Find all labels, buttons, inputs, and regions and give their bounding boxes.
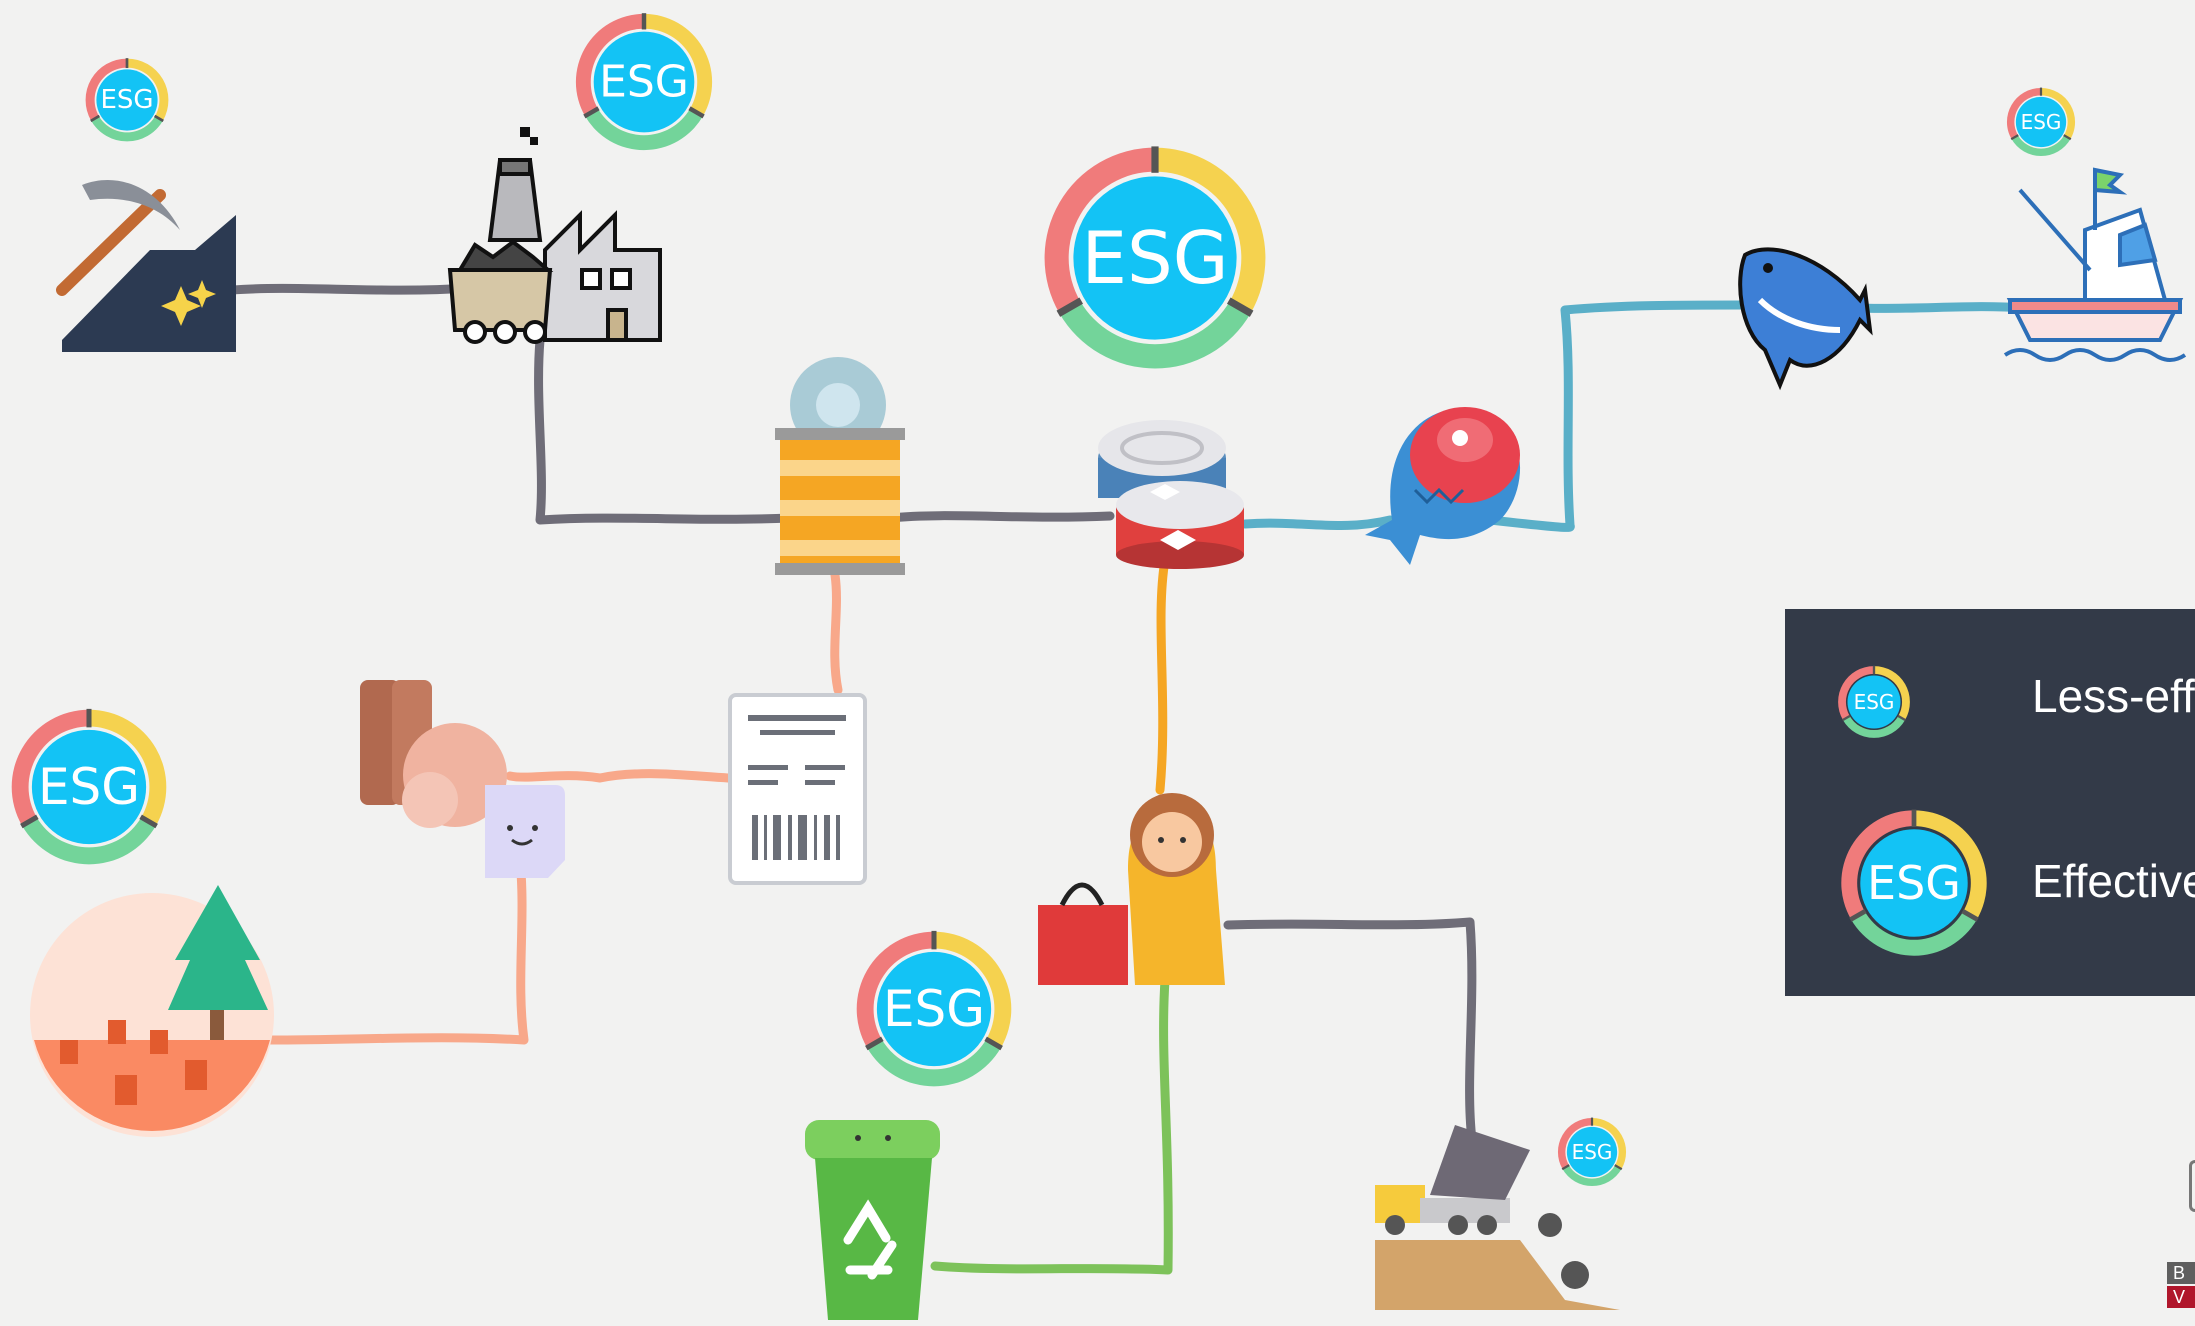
path-can-label xyxy=(830,570,843,695)
deforestation-icon xyxy=(30,885,274,1137)
svg-text:ESG: ESG xyxy=(1082,216,1229,300)
svg-text:ESG: ESG xyxy=(100,85,153,115)
path-mine-factory xyxy=(227,283,475,295)
fishing-boat-icon xyxy=(2003,167,2187,362)
tin-can-icon xyxy=(775,357,905,575)
path-tuna-boat xyxy=(1850,302,2030,313)
legend-effective-label: Effective xyxy=(2032,855,2195,907)
svg-text:ESG: ESG xyxy=(2021,110,2062,134)
tuna-fish-icon xyxy=(1738,247,1873,391)
legend-badge-large: ESG xyxy=(1841,809,1987,956)
path-steak-tuna xyxy=(1485,300,1750,532)
wood-pulp-paper-icon xyxy=(360,680,565,878)
supply-paths xyxy=(227,283,2030,1275)
shopper-woman-icon xyxy=(1038,793,1225,985)
pickaxe-mine-icon xyxy=(56,180,236,352)
svg-text:ESG: ESG xyxy=(1854,690,1895,714)
esg-badge-center: ESG xyxy=(1044,146,1266,369)
esg-badge-bin: ESG xyxy=(856,930,1012,1087)
svg-text:ESG: ESG xyxy=(883,980,985,1038)
path-canned-shopper xyxy=(1155,555,1170,795)
path-pulp-forest xyxy=(265,855,529,1045)
canned-fish-icon xyxy=(1098,420,1244,569)
legend-badge-small: ESG xyxy=(1838,665,1910,738)
esg-badge-mining: ESG xyxy=(85,58,169,142)
fish-meat-icon xyxy=(1365,407,1521,565)
esg-badge-forest: ESG xyxy=(11,708,167,865)
esg-badge-boat: ESG xyxy=(2006,87,2076,157)
factory-icon xyxy=(447,127,662,344)
esg-badge-factory: ESG xyxy=(575,13,713,151)
esg-badge-landfill: ESG xyxy=(1557,1117,1627,1187)
legend-swatches: ESG ESG xyxy=(1838,665,1987,956)
path-canned-steak xyxy=(1240,515,1395,530)
svg-text:ESG: ESG xyxy=(38,758,140,816)
brand-line-1: B xyxy=(2167,1262,2195,1284)
path-shopper-landfill xyxy=(1223,917,1477,1145)
svg-text:ESG: ESG xyxy=(1572,1140,1613,1164)
svg-text:ESG: ESG xyxy=(599,57,689,108)
edge-shape xyxy=(2189,1160,2195,1212)
esg-badges: ESG ESG ESG ESG ESG ESG ESG xyxy=(11,13,2076,1187)
brand-line-2: V xyxy=(2167,1286,2195,1308)
path-shopper-bin xyxy=(930,975,1173,1275)
svg-text:ESG: ESG xyxy=(1867,856,1961,910)
brand-logo: B V xyxy=(2167,1262,2195,1308)
recycle-bin-icon xyxy=(805,1120,940,1320)
path-can-canned xyxy=(885,511,1115,523)
landfill-truck-icon xyxy=(1375,1125,1620,1310)
legend-panel: ESG ESG Less-eff Effective xyxy=(1785,609,2195,996)
path-label-pulp xyxy=(505,769,733,783)
product-label-icon xyxy=(728,693,867,885)
path-factory-can xyxy=(534,335,795,525)
legend-less-effective-label: Less-eff xyxy=(2032,670,2195,722)
